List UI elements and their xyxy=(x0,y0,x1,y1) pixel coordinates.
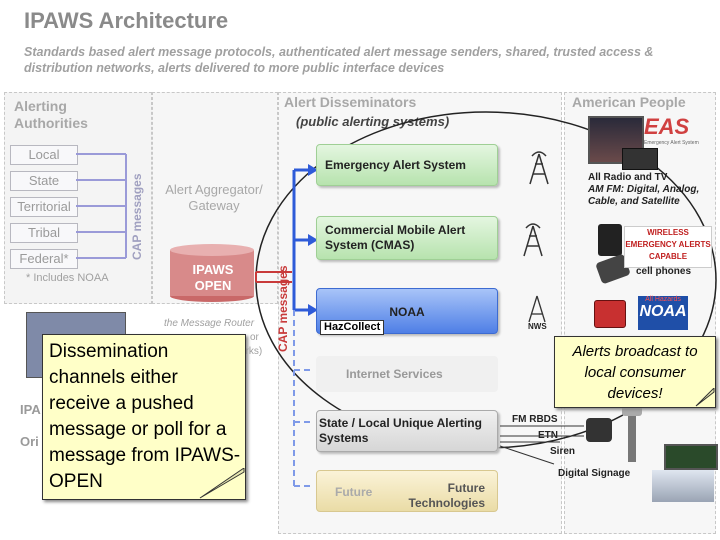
road-image xyxy=(652,470,714,502)
authority-tribal: Tribal xyxy=(10,223,78,243)
eas-caption: All Radio and TV xyxy=(588,172,668,183)
router-partial-orks: orks) xyxy=(240,346,263,357)
dissem-cmas-label: Commercial Mobile Alert System (CMAS) xyxy=(325,223,466,252)
people-heading: American People xyxy=(572,94,686,110)
siren-label: Siren xyxy=(550,446,576,457)
noaa-badge-top: All Hazards xyxy=(645,296,681,303)
router-partial-or: or xyxy=(250,332,259,343)
arrow-noaa xyxy=(308,304,318,316)
cap-messages-left: CAP messages xyxy=(130,173,144,261)
dissem-future: Future Future Technologies xyxy=(316,470,498,512)
digital-signage-label: Digital Signage xyxy=(558,468,631,479)
hazcollect-label: HazCollect xyxy=(320,320,385,335)
nws-tower-icon xyxy=(528,295,546,323)
cell-tower-icon xyxy=(523,223,543,257)
alerting-footnote: * Includes NOAA xyxy=(26,272,109,284)
consumer-callout-text: Alerts broadcast to local consumer devic… xyxy=(572,343,698,402)
dissem-future-label: Future Technologies xyxy=(408,481,485,510)
radio-image xyxy=(622,148,658,170)
authority-territorial: Territorial xyxy=(10,197,78,217)
ipaws-partial-label: IPA xyxy=(20,402,41,417)
authority-bracket xyxy=(76,153,127,259)
aggregator-label: Alert Aggregator/ Gateway xyxy=(165,182,263,213)
phone-image-1 xyxy=(598,224,622,256)
message-router-text: the Message Router xyxy=(164,318,255,329)
ipaws-open-label: IPAWS OPEN xyxy=(192,262,234,293)
siren-pole-image xyxy=(628,410,636,462)
weather-radio-image xyxy=(594,300,626,328)
fm-rbds-label: FM RBDS xyxy=(512,414,558,425)
blue-distribution-trunk xyxy=(292,168,310,490)
cap-messages-mid: CAP messages xyxy=(276,265,290,353)
consumer-callout-fold xyxy=(695,388,715,407)
wireless-alert-badge: WIRELESS EMERGENCY ALERTS CAPABLE xyxy=(624,226,712,268)
dissemination-callout: Dissemination channels either receive a … xyxy=(42,334,246,500)
dissem-noaa-label: NOAA xyxy=(389,305,425,319)
ipaws-open-cylinder xyxy=(170,244,254,302)
dissemination-callout-text: Dissemination channels either receive a … xyxy=(49,341,241,492)
dissem-eas: Emergency Alert System xyxy=(316,144,498,186)
dissem-state-local: State / Local Unique Alerting Systems xyxy=(316,410,498,452)
consumer-callout: Alerts broadcast to local consumer devic… xyxy=(554,336,716,408)
dissem-eas-label: Emergency Alert System xyxy=(325,157,466,172)
dissem-state-local-label: State / Local Unique Alerting Systems xyxy=(319,416,482,445)
arrow-eas xyxy=(308,164,318,176)
eas-logo-text: EAS xyxy=(644,114,690,139)
dissemination-callout-fold xyxy=(199,468,245,499)
authority-state: State xyxy=(10,171,78,191)
arrow-cmas xyxy=(308,234,318,246)
eas-logo: EAS Emergency Alert System xyxy=(644,114,710,148)
tv-image xyxy=(588,116,644,164)
eas-subcaption: AM FM: Digital, Analog, Cable, and Satel… xyxy=(588,184,700,207)
dissem-cmas: Commercial Mobile Alert System (CMAS) xyxy=(316,216,498,260)
nws-label: NWS xyxy=(528,322,547,331)
disseminators-subheading: (public alerting systems) xyxy=(296,114,450,129)
eas-logo-sub: Emergency Alert System xyxy=(644,140,699,146)
digital-sign-image xyxy=(664,444,718,470)
noaa-badge-text: NOAA xyxy=(639,303,687,320)
disseminators-heading: Alert Disseminators xyxy=(284,94,417,110)
dissem-internet: Internet Services xyxy=(316,356,498,392)
broadcast-tower-icon xyxy=(529,151,549,185)
authority-federal: Federal* xyxy=(10,249,78,269)
page-title: IPAWS Architecture xyxy=(24,8,229,33)
alerting-heading: Alerting Authorities xyxy=(14,98,88,131)
authority-local: Local xyxy=(10,145,78,165)
desk-phone-image xyxy=(586,418,612,442)
cap-red-connector xyxy=(255,271,292,283)
noaa-badge: All Hazards NOAA xyxy=(638,296,688,330)
originator-partial-label: Ori xyxy=(20,434,39,449)
wireless-alert-badge-text: WIRELESS EMERGENCY ALERTS CAPABLE xyxy=(625,228,711,261)
page-subtitle: Standards based alert message protocols,… xyxy=(24,45,654,75)
siren-head-image xyxy=(622,406,642,416)
cmas-caption: cell phones xyxy=(636,266,692,277)
dissem-future-prefix: Future xyxy=(335,485,373,499)
dissem-internet-label: Internet Services xyxy=(346,366,443,381)
state-local-connectors xyxy=(500,425,584,465)
